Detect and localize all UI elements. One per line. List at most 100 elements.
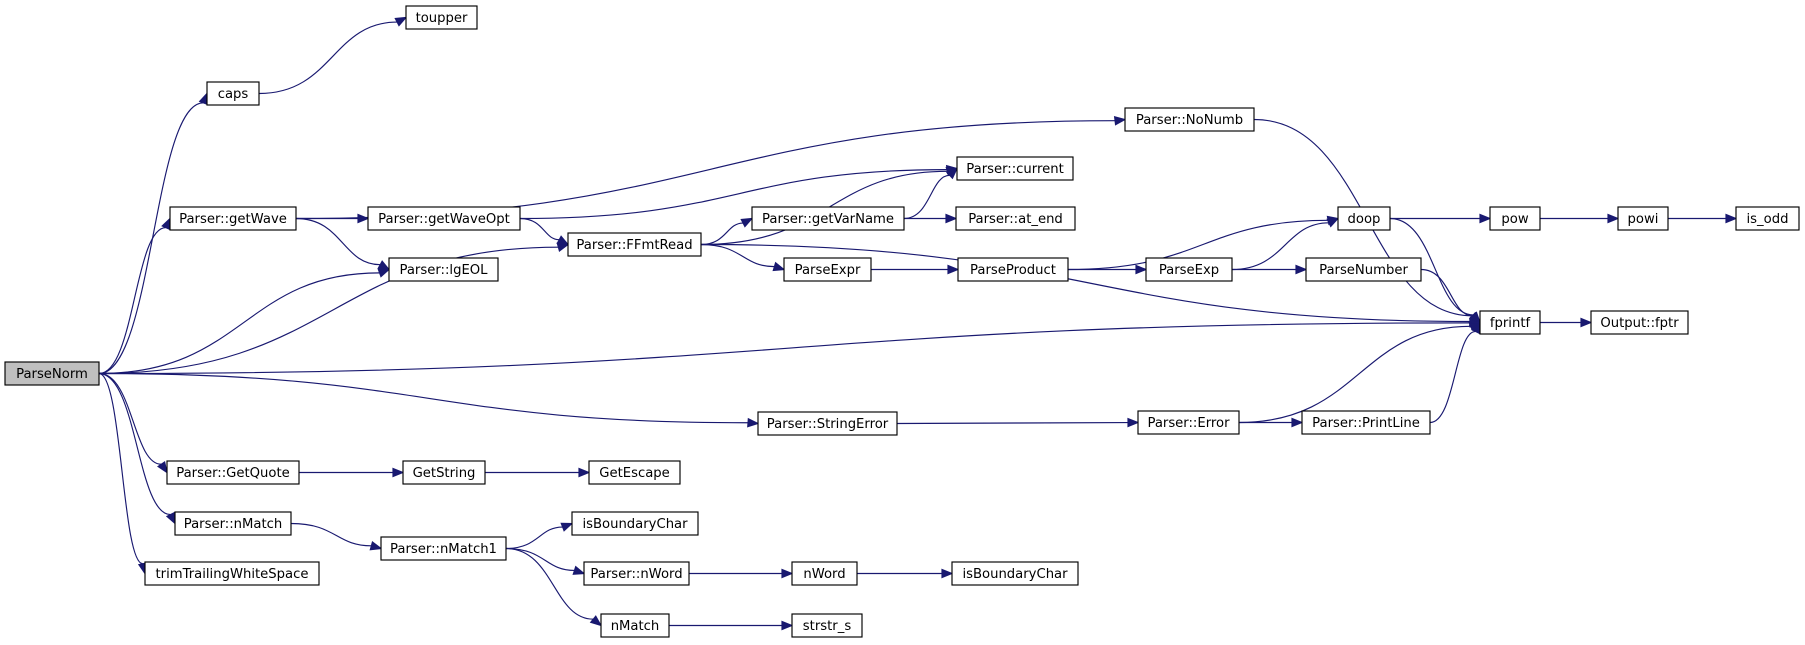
edge-parse-expr-to-parse-product: [870, 264, 960, 275]
node-no-numb[interactable]: Parser::NoNumb: [1124, 107, 1255, 132]
edge-line: [98, 372, 749, 424]
node-box[interactable]: [367, 206, 521, 231]
node-box[interactable]: [206, 81, 260, 106]
node-error[interactable]: Parser::Error: [1137, 410, 1240, 435]
node-powi[interactable]: powi: [1617, 206, 1669, 231]
node-label: Parser::current: [966, 162, 1064, 177]
node-label: Parser::nWord: [590, 567, 682, 582]
node-pn-word[interactable]: Parser::nWord: [583, 561, 690, 586]
node-ffmt-read[interactable]: Parser::FFmtRead: [567, 232, 702, 257]
node-box[interactable]: [583, 561, 690, 586]
edge-get-wave-opt-to-ffmt-read: [519, 217, 570, 246]
edge-string-error-to-error: [896, 417, 1140, 428]
node-get-escape[interactable]: GetEscape: [588, 460, 681, 485]
node-print-line[interactable]: Parser::PrintLine: [1301, 410, 1431, 435]
node-is-odd[interactable]: is_odd: [1735, 206, 1800, 231]
node-current[interactable]: Parser::current: [956, 156, 1074, 181]
node-at-end[interactable]: Parser::at_end: [955, 206, 1076, 231]
node-n-word[interactable]: nWord: [791, 561, 858, 586]
node-box[interactable]: [567, 232, 702, 257]
edge-get-var-name-to-at-end: [904, 213, 958, 224]
node-is-boundary-char1[interactable]: isBoundaryChar: [571, 511, 699, 536]
edge-line: [98, 372, 171, 516]
node-label: doop: [1348, 212, 1381, 227]
edge-parse-norm-to-pn-match: [98, 372, 176, 525]
edge-line: [1389, 217, 1474, 316]
edge-parse-exp-to-parse-number: [1231, 264, 1308, 275]
node-label: caps: [218, 87, 249, 102]
node-box[interactable]: [1617, 206, 1669, 231]
arrowhead-icon: [392, 467, 405, 478]
node-box[interactable]: [1337, 206, 1391, 231]
node-strstr-s[interactable]: strstr_s: [791, 613, 863, 638]
node-parse-number[interactable]: ParseNumber: [1305, 257, 1422, 282]
node-box[interactable]: [1305, 257, 1422, 282]
node-get-string[interactable]: GetString: [402, 460, 486, 485]
node-label: isBoundaryChar: [582, 517, 688, 532]
node-get-var-name[interactable]: Parser::getVarName: [751, 206, 905, 231]
edge-line: [98, 272, 380, 375]
node-get-wave-opt[interactable]: Parser::getWaveOpt: [367, 206, 521, 231]
node-box[interactable]: [1145, 257, 1233, 282]
node-box[interactable]: [951, 561, 1079, 586]
node-trim[interactable]: trimTrailingWhiteSpace: [144, 561, 320, 586]
node-box[interactable]: [144, 561, 320, 586]
node-fprintf[interactable]: fprintf: [1479, 310, 1541, 335]
node-pn-match[interactable]: Parser::nMatch: [174, 511, 292, 536]
edge-pn-match1-to-n-match: [505, 547, 603, 627]
node-parse-product[interactable]: ParseProduct: [957, 257, 1069, 282]
node-box[interactable]: [757, 411, 898, 436]
node-box[interactable]: [791, 561, 858, 586]
node-box[interactable]: [4, 361, 100, 386]
node-box[interactable]: [957, 257, 1069, 282]
node-box[interactable]: [1489, 206, 1541, 231]
node-parse-exp[interactable]: ParseExp: [1145, 257, 1233, 282]
node-box[interactable]: [783, 257, 872, 282]
node-caps[interactable]: caps: [206, 81, 260, 106]
node-box[interactable]: [956, 156, 1074, 181]
node-box[interactable]: [169, 206, 297, 231]
node-box[interactable]: [1479, 310, 1541, 335]
edge-parse-norm-to-fprintf: [98, 318, 1482, 375]
node-fptr[interactable]: Output::fptr: [1590, 310, 1689, 335]
node-box[interactable]: [388, 257, 499, 282]
node-doop[interactable]: doop: [1337, 206, 1391, 231]
node-parse-expr[interactable]: ParseExpr: [783, 257, 872, 282]
edge-n-word-to-is-boundary-char2: [857, 568, 954, 579]
node-lg-eol[interactable]: Parser::lgEOL: [388, 257, 499, 282]
node-box[interactable]: [174, 511, 292, 536]
node-n-match[interactable]: nMatch: [600, 613, 670, 638]
node-box[interactable]: [380, 536, 507, 561]
arrowhead-icon: [377, 260, 391, 271]
edge-doop-to-pow: [1390, 213, 1492, 224]
arrowhead-icon: [740, 217, 754, 228]
node-toupper[interactable]: toupper: [405, 5, 478, 30]
node-box[interactable]: [1735, 206, 1800, 231]
node-string-error[interactable]: Parser::StringError: [757, 411, 898, 436]
node-box[interactable]: [588, 460, 681, 485]
edge-line: [700, 243, 1471, 323]
node-label: trimTrailingWhiteSpace: [156, 567, 309, 582]
node-box[interactable]: [1124, 107, 1255, 132]
node-box[interactable]: [571, 511, 699, 536]
node-pn-match1[interactable]: Parser::nMatch1: [380, 536, 507, 561]
node-box[interactable]: [751, 206, 905, 231]
node-pow[interactable]: pow: [1489, 206, 1541, 231]
node-box[interactable]: [600, 613, 670, 638]
node-is-boundary-char2[interactable]: isBoundaryChar: [951, 561, 1079, 586]
node-get-quote[interactable]: Parser::GetQuote: [166, 460, 300, 485]
node-box[interactable]: [1137, 410, 1240, 435]
node-label: Parser::lgEOL: [399, 263, 488, 278]
node-box[interactable]: [1301, 410, 1431, 435]
node-box[interactable]: [955, 206, 1076, 231]
edge-line: [1238, 325, 1471, 424]
node-label: Parser::FFmtRead: [576, 238, 692, 253]
node-box[interactable]: [402, 460, 486, 485]
node-parse-norm[interactable]: ParseNorm: [4, 361, 100, 386]
node-box[interactable]: [1590, 310, 1689, 335]
node-box[interactable]: [405, 5, 478, 30]
node-get-wave[interactable]: Parser::getWave: [169, 206, 297, 231]
node-box[interactable]: [791, 613, 863, 638]
node-box[interactable]: [166, 460, 300, 485]
node-label: Parser::StringError: [767, 417, 889, 432]
